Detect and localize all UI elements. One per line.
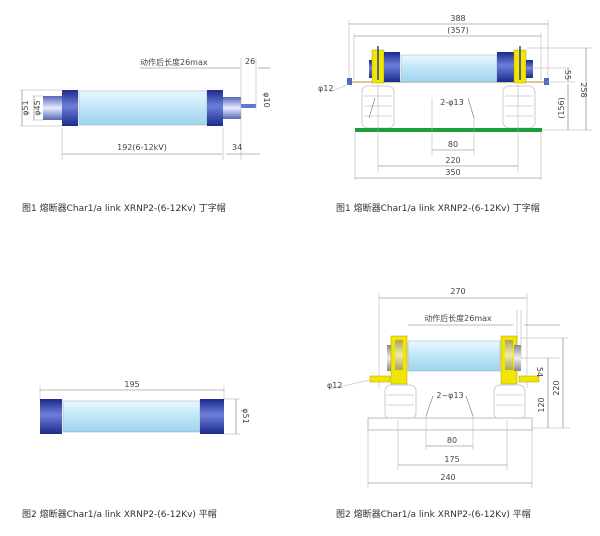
left-end-cap [40,399,62,434]
dim-phi51: φ51 [241,408,250,423]
left-terminal [347,78,352,85]
right-insulator [493,384,526,420]
dim-258: 258 [579,82,588,97]
dim-80: 80 [448,140,458,149]
dim-195: 195 [124,380,139,389]
dim-270: 270 [450,287,465,296]
dim-156: (156) [557,97,566,119]
fuse-tube [78,90,208,126]
dim-34: 34 [232,143,242,152]
left-end-stub [43,96,63,120]
figure-caption: 图1 熔断器Char1/a link XRNP2-(6-12Kv) 丁字帽 [22,202,226,214]
right-end-cap [200,399,224,434]
dim-length: 192(6-12kV) [117,143,167,152]
figure-caption: 图2 熔断器Char1/a link XRNP2-(6-12Kv) 平帽 [22,508,217,520]
fuse-tube [400,54,498,83]
dim-220: 220 [552,380,561,395]
dim-120: 120 [537,397,546,412]
dim-54: 54 [535,367,544,377]
right-end-stub [223,97,241,119]
dim-240: 240 [440,473,455,482]
fuse-tube [62,400,201,433]
base-bar [355,128,542,132]
dim-phi12: φ12 [327,381,342,390]
base-plate [367,417,533,431]
fuse-tube [407,340,501,372]
holes-label: 2~φ13 [436,391,463,400]
dim-55: 55 [563,70,572,80]
dim-388: 388 [450,14,465,23]
left-end-cap [62,90,78,126]
dim-phi51: φ51 [21,100,30,115]
figure-2-assembly-view: 270 动作后长度26max φ12 2~φ13 80 175 240 54 1… [327,287,570,520]
dim-phi45: φ45 [33,100,42,115]
striker-pin [241,104,256,108]
dim-350: 350 [445,168,460,177]
dim-80: 80 [447,436,457,445]
right-end-cap [207,90,223,126]
left-insulator [384,384,417,420]
dim-220: 220 [445,156,460,165]
after-action-length-label: 动作后长度26max [140,57,208,67]
figure-1-assembly-view: 388 (357) φ12 2-φ13 80 220 350 55 (156) … [318,14,592,214]
figure-caption: 图2 熔断器Char1/a link XRNP2-(6-12Kv) 平帽 [336,508,531,520]
dim-26: 26 [245,57,255,66]
right-terminal [544,78,549,85]
dim-175: 175 [444,455,459,464]
after-action-length-label: 动作后长度26max [424,313,492,323]
dim-phi12: φ12 [318,84,333,93]
figure-1-fuse-side-view: 动作后长度26max 26 φ51 φ45 φ10 192(6-12kV) 34… [20,57,271,214]
dim-phi10: φ10 [262,92,271,107]
right-insulator [502,85,536,129]
figure-caption: 图1 熔断器Char1/a link XRNP2-(6-12Kv) 丁字帽 [336,202,540,214]
holes-label: 2-φ13 [440,98,463,107]
dim-357: (357) [447,26,469,35]
figure-2-fuse-side-view: 195 φ51 图2 熔断器Char1/a link XRNP2-(6-12Kv… [22,380,250,520]
